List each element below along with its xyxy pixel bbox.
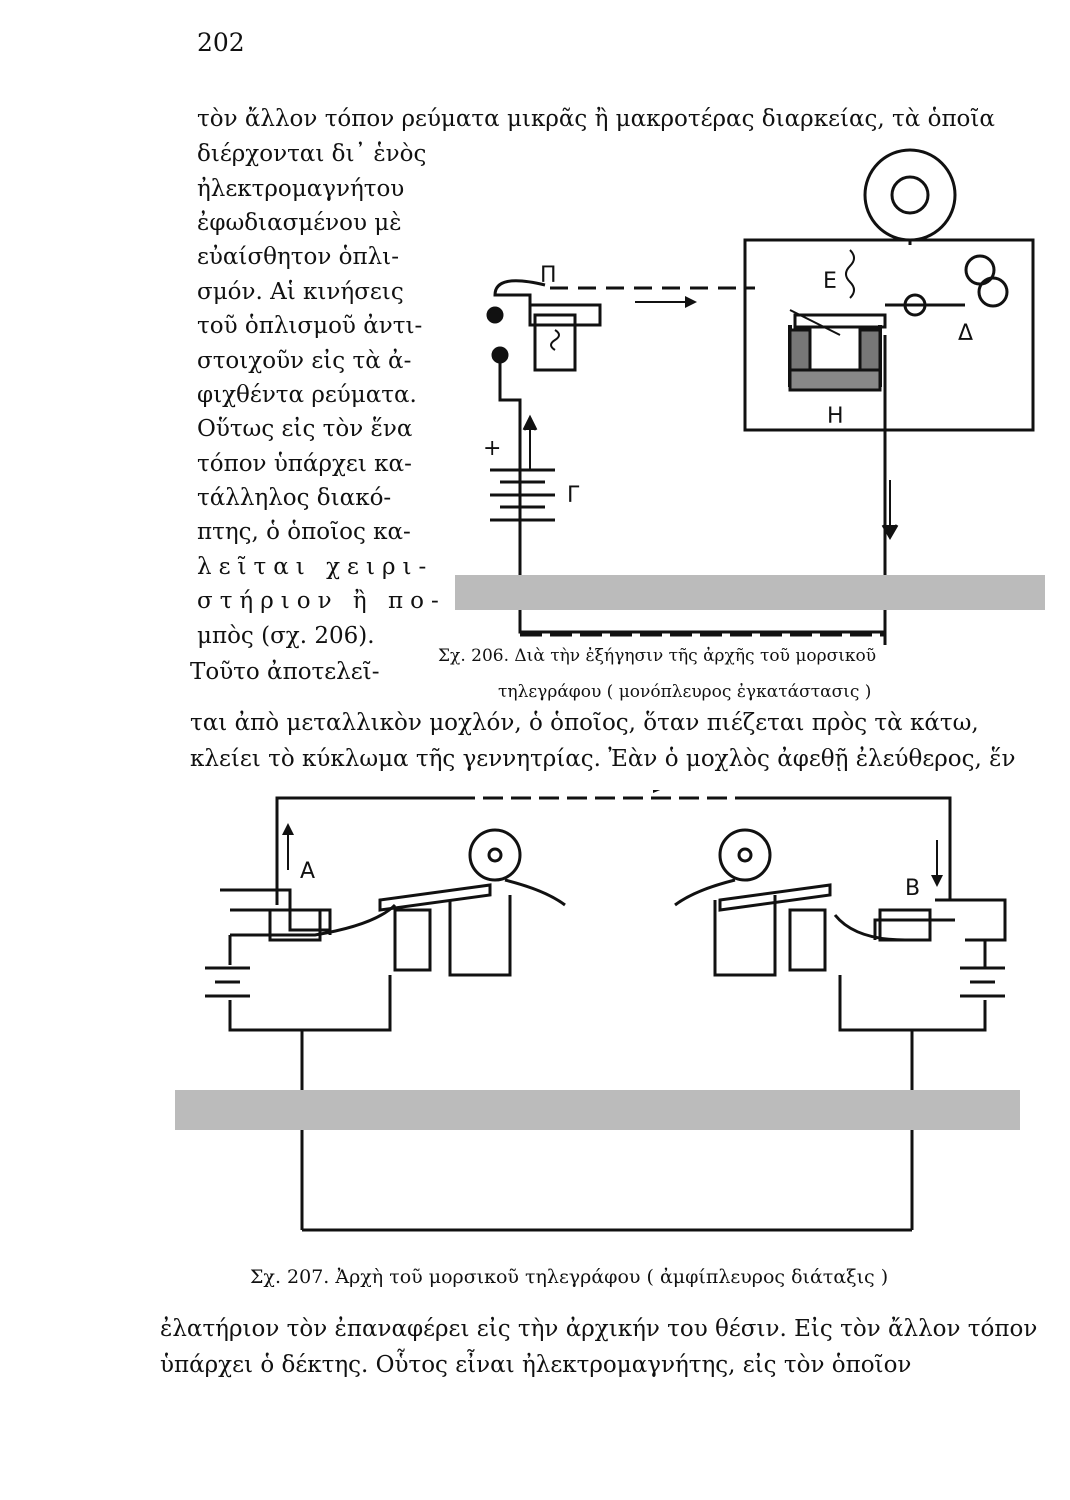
figure-206-caption: τηλεγράφου ( μονόπλευρος ἐγκατάστασις ) bbox=[498, 682, 872, 702]
label-station-b: B bbox=[905, 876, 920, 901]
telegraph-key bbox=[493, 279, 602, 327]
armature bbox=[793, 313, 887, 329]
text-line: κλείει τὸ κύκλωμα τῆς γεννητρίας. Ἐὰν ὁ … bbox=[190, 746, 1016, 772]
text-line: ται ἀπὸ μεταλλικὸν μοχλόν, ὁ ὁποῖος, ὅτα… bbox=[190, 710, 979, 736]
text-line: εὐαίσθητον ὁπλι- bbox=[197, 244, 399, 270]
text-line: ἐλατήριον τὸν ἐπαναφέρει εἰς τὴν ἀρχικήν… bbox=[160, 1316, 1038, 1342]
text-line: λεῖται χειρι- bbox=[197, 554, 434, 580]
text-line: φιχθέντα ρεύματα. bbox=[197, 382, 417, 408]
text-line: πτης, ὁ ὁποῖος κα- bbox=[197, 519, 411, 545]
figure-207-diagram: A B bbox=[175, 790, 1020, 1232]
text-line: τοῦ ὁπλισμοῦ ἀντι- bbox=[197, 313, 423, 339]
text-line: στοιχοῦν εἰς τὰ ἀ- bbox=[197, 348, 412, 374]
figure-206-diagram: Π Ε Δ Η Γ + bbox=[455, 148, 1045, 645]
text-line: σμόν. Αἱ κινήσεις bbox=[197, 279, 404, 305]
ground-hatch bbox=[175, 1090, 1020, 1130]
label-station-a: A bbox=[300, 859, 315, 884]
receiver-coil bbox=[393, 908, 432, 972]
text-line: στήριον ἢ πο- bbox=[197, 588, 446, 614]
label-battery: Γ bbox=[567, 483, 580, 508]
text-line: ἐφωδιασμένου μὲ bbox=[197, 210, 402, 236]
label-key: Π bbox=[540, 263, 557, 288]
text-line: διέρχονται δι᾽ ἑνὸς bbox=[197, 141, 427, 167]
text-line: μπὸς (σχ. 206). bbox=[197, 623, 375, 649]
text-line: ὑπάρχει ὁ δέκτης. Οὗτος εἶναι ἠλεκτρομαγ… bbox=[160, 1352, 912, 1378]
label-stylus: Δ bbox=[958, 321, 973, 346]
page-number: 202 bbox=[197, 28, 245, 57]
figure-206-caption: Σχ. 206. Διὰ τὴν ἐξήγησιν τῆς ἀρχῆς τοῦ … bbox=[438, 646, 877, 666]
text-line: Οὕτως εἰς τὸν ἕνα bbox=[197, 416, 413, 442]
ground-hatch bbox=[455, 575, 1045, 610]
label-spring: Ε bbox=[823, 269, 837, 294]
label-magnet: Η bbox=[827, 404, 844, 429]
text-line: τάλληλος διακό- bbox=[197, 485, 392, 511]
figure-207-caption: Σχ. 207. Ἀρχὴ τοῦ μορσικοῦ τηλεγράφου ( … bbox=[250, 1266, 889, 1288]
receiver-box bbox=[743, 238, 1035, 432]
label-plus: + bbox=[483, 436, 501, 461]
paper-reel-icon bbox=[863, 148, 957, 242]
text-line: ἠλεκτρομαγνήτου bbox=[197, 176, 405, 202]
text-line: Τοῦτο ἀποτελεῖ- bbox=[190, 659, 380, 685]
text-line: τόπον ὑπάρχει κα- bbox=[197, 451, 412, 477]
text-line: τὸν ἄλλον τόπον ρεύματα μικρᾶς ἢ μακροτέ… bbox=[197, 106, 995, 132]
